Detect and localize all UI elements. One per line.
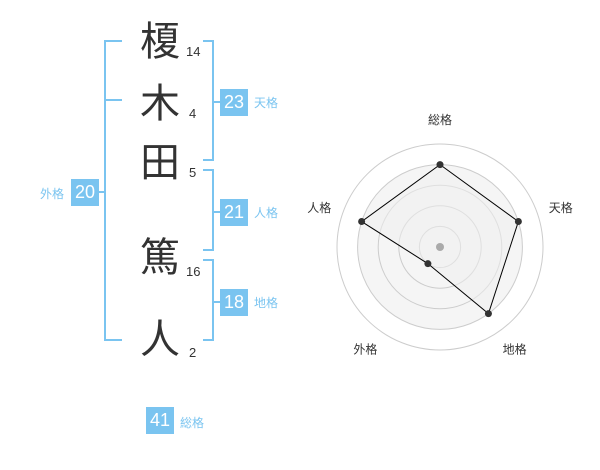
- jinkaku-label: 人格: [254, 206, 279, 220]
- tenkaku-bracket: [203, 40, 214, 161]
- radar-point-4: [424, 260, 432, 268]
- soukaku-label: 総格: [180, 416, 205, 430]
- radar-center-dot: [436, 243, 444, 251]
- radar-ring: [336, 143, 544, 351]
- stroke-count-3: 5: [189, 165, 197, 180]
- radar-point-3: [484, 310, 492, 318]
- name-char-5: 人: [140, 317, 180, 363]
- chikaku-label: 地格: [254, 296, 279, 310]
- radar-points: [358, 161, 522, 318]
- gaikaku-label: 外格: [40, 187, 65, 201]
- gaikaku-bracket: [104, 40, 122, 341]
- stroke-count-5: 2: [189, 345, 197, 360]
- stroke-count-1: 14: [186, 44, 201, 59]
- radar-area: [360, 163, 519, 315]
- radar-axis-label-3: 地格: [503, 342, 527, 357]
- radar-point-1: [436, 161, 444, 169]
- name-char-1: 榎: [140, 19, 180, 65]
- soukaku-value: 41: [146, 407, 174, 434]
- name-char-4: 篤: [140, 235, 180, 281]
- jinkaku-value: 21: [220, 199, 248, 226]
- name-char-3: 田: [140, 140, 180, 186]
- chikaku-bracket: [203, 259, 214, 341]
- jinkaku-bracket: [203, 169, 214, 251]
- radar-axis-label-5: 人格: [307, 200, 331, 215]
- radar-axis-label-1: 総格: [428, 112, 452, 127]
- tenkaku-value: 23: [220, 89, 248, 116]
- stroke-count-4: 16: [186, 264, 201, 279]
- stroke-count-2: 4: [189, 106, 197, 121]
- radar-axis-label-4: 外格: [353, 342, 377, 357]
- radar-point-2: [514, 218, 522, 226]
- name-char-2: 木: [140, 81, 180, 127]
- chikaku-value: 18: [220, 289, 248, 316]
- radar-axis-label-2: 天格: [549, 200, 573, 215]
- radar-point-5: [358, 218, 366, 226]
- tenkaku-label: 天格: [254, 96, 279, 110]
- gaikaku-value: 20: [71, 179, 99, 206]
